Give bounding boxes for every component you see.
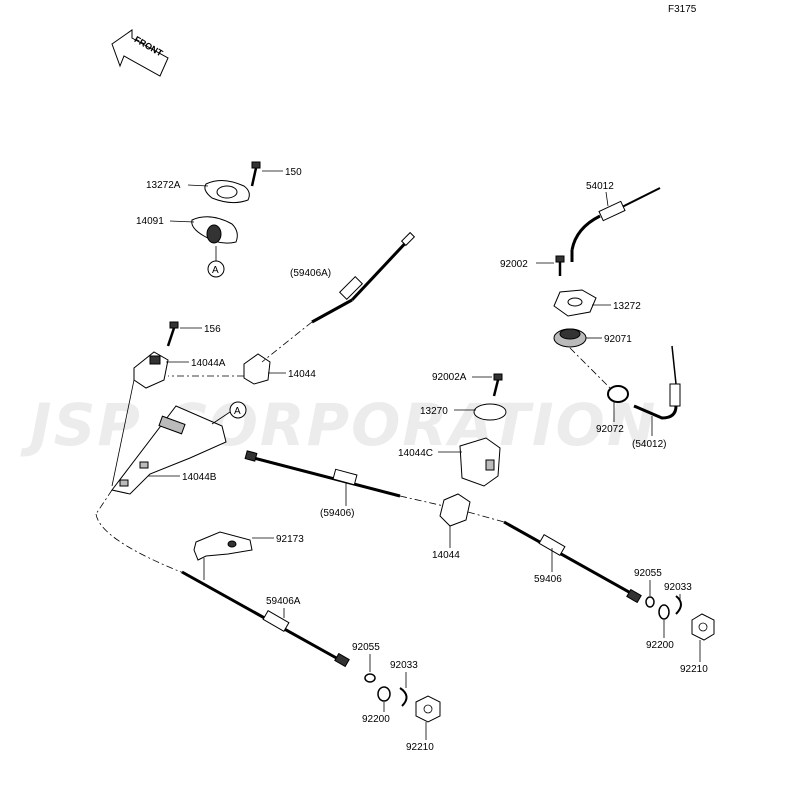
bracket-92173-shape: [193, 531, 253, 561]
seal-92055-right-shape: [645, 596, 655, 608]
cable-59406A-lower-shape: [181, 570, 350, 668]
cable-59406-right-shape: [503, 520, 642, 604]
grommet-92071-shape: [553, 328, 587, 348]
label-92071: 92071: [604, 334, 632, 345]
holder-14091-shape: [191, 216, 238, 244]
bolt-150-shape: [250, 161, 261, 187]
ring-92033-left-shape: [399, 687, 408, 707]
label-156: 156: [204, 324, 221, 335]
label-92173: 92173: [276, 534, 304, 545]
bracket-14044B-shape: [111, 405, 227, 495]
label-92210-right: 92210: [680, 664, 708, 675]
label-59406-paren: (59406): [320, 508, 354, 519]
label-14044-upper: 14044: [288, 369, 316, 380]
label-14044B: 14044B: [182, 472, 217, 483]
label-59406: 59406: [534, 574, 562, 585]
label-54012: 54012: [586, 181, 614, 192]
seal-92055-left-shape: [364, 673, 376, 683]
ring-92033-right-shape: [675, 595, 682, 615]
label-13272A: 13272A: [146, 180, 181, 191]
cable-59406A-upper-shape: [311, 231, 416, 324]
label-92033-left: 92033: [390, 660, 418, 671]
nut-92210-right-shape: [691, 613, 715, 641]
ring-92072-shape: [607, 385, 629, 403]
label-92002A: 92002A: [432, 372, 467, 383]
label-92200-right: 92200: [646, 640, 674, 651]
washer-92200-left-shape: [377, 686, 391, 702]
ref-a-upper: A: [212, 265, 219, 276]
screw-92002-shape: [555, 255, 565, 276]
clamp-14044-upper-shape: [243, 353, 271, 385]
gasket-13272A-shape: [204, 180, 250, 204]
label-92200-left: 92200: [362, 714, 390, 725]
bolt-92002A-shape: [492, 373, 503, 397]
label-59406A-paren: (59406A): [290, 268, 331, 279]
clamp-14044-lower-shape: [439, 493, 471, 527]
label-92072: 92072: [596, 424, 624, 435]
figure-code: F3175: [668, 4, 697, 15]
label-54012-paren: (54012): [632, 439, 666, 450]
label-13270: 13270: [420, 406, 448, 417]
label-14044-lower: 14044: [432, 550, 460, 561]
label-59406A: 59406A: [266, 596, 301, 607]
clamp-14044A-shape: [133, 351, 169, 389]
ref-circle-a-lower: [229, 401, 247, 419]
gasket-13270-shape: [473, 403, 507, 421]
label-92210-left: 92210: [406, 742, 434, 753]
label-13272: 13272: [613, 301, 641, 312]
front-arrow-icon: FRONT: [111, 29, 169, 77]
label-92033-right: 92033: [664, 582, 692, 593]
nut-92210-left-shape: [415, 695, 441, 723]
label-150: 150: [285, 167, 302, 178]
label-14044A: 14044A: [191, 358, 226, 369]
bracket-14044C-shape: [459, 437, 501, 487]
cable-59406-middle-shape: [244, 450, 401, 498]
bolt-156-shape: [166, 321, 179, 347]
ref-a-lower: A: [234, 406, 241, 417]
label-14044C: 14044C: [398, 448, 433, 459]
cable-54012-upper-shape: [570, 187, 661, 262]
label-92055-right: 92055: [634, 568, 662, 579]
cable-54012-lower-shape: [633, 345, 681, 420]
label-14091: 14091: [136, 216, 164, 227]
label-92002: 92002: [500, 259, 528, 270]
label-92055-left: 92055: [352, 642, 380, 653]
plate-13272-shape: [553, 289, 597, 317]
watermark: JSP CORPORATION: [20, 391, 657, 459]
washer-92200-right-shape: [658, 604, 670, 620]
